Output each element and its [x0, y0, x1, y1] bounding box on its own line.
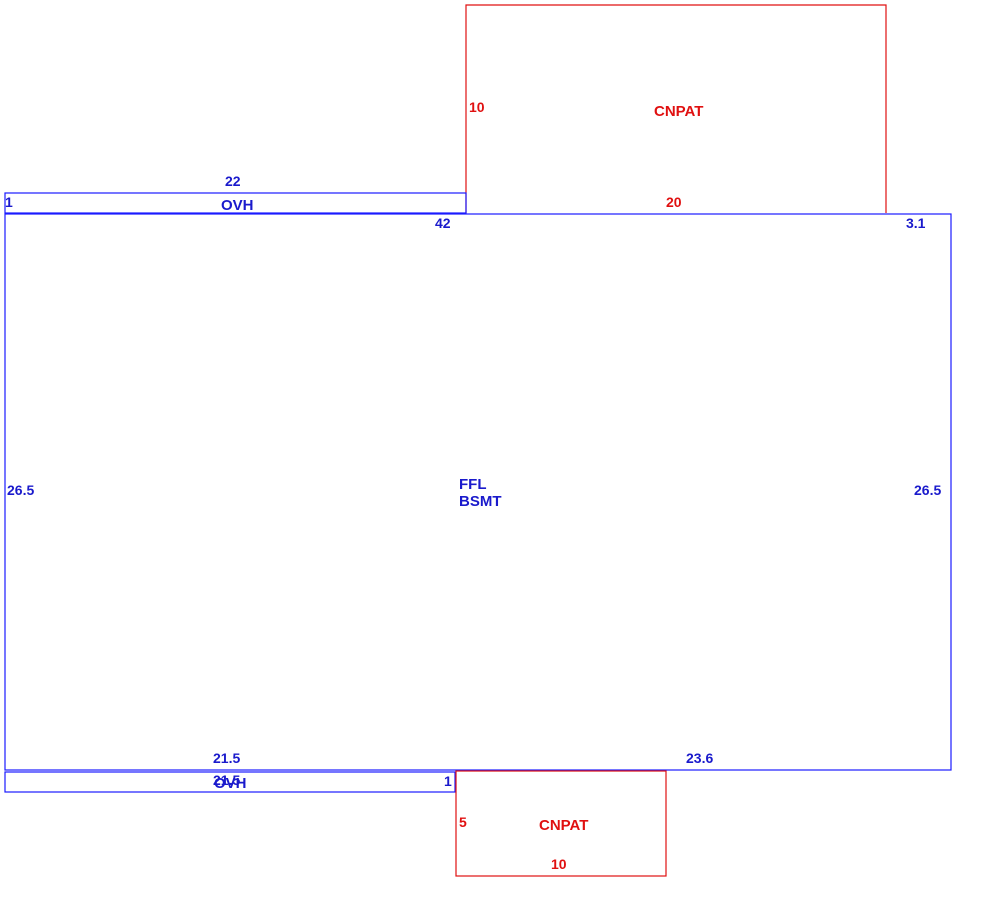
patio-top: 10 CNPAT 20 [465, 4, 887, 213]
patio-bottom: 5 CNPAT 10 [455, 770, 667, 877]
overhang-bottom: 21.5 OVH 1 [4, 771, 456, 793]
main-area-outline [4, 213, 952, 771]
patio-top-length: 20 [666, 194, 682, 210]
overhang-top-depth: 1 [5, 194, 13, 210]
overhang-top-label: OVH [221, 197, 254, 214]
patio-top-label: CNPAT [654, 103, 703, 120]
patio-top-depth: 10 [469, 99, 485, 115]
patio-top-outline [465, 4, 887, 213]
overhang-top: 22 OVH 1 [4, 173, 467, 214]
overhang-top-length: 22 [225, 173, 241, 189]
overhang-bottom-outline [4, 771, 456, 793]
main-area-top-right-dim: 3.1 [906, 215, 926, 231]
main-area-left-dim: 26.5 [7, 482, 34, 498]
overhang-bottom-label: OVH [214, 775, 247, 792]
patio-bottom-label: CNPAT [539, 817, 588, 834]
patio-bottom-depth: 5 [459, 814, 467, 830]
overhang-bottom-length: 21.5 [213, 772, 240, 788]
main-area: 42 3.1 26.5 26.5 FFL BSMT 21.5 23.6 [4, 213, 952, 771]
patio-bottom-outline [455, 770, 667, 877]
main-area-top-dim: 42 [435, 215, 451, 231]
overhang-bottom-depth: 1 [444, 773, 452, 789]
overhang-top-outline [4, 192, 467, 214]
main-area-bottom-left-dim: 21.5 [213, 750, 240, 766]
patio-bottom-length: 10 [551, 856, 567, 872]
main-area-right-dim: 26.5 [914, 482, 941, 498]
main-area-label-ffl: FFL [459, 476, 487, 493]
main-area-label-bsmt: BSMT [459, 493, 502, 510]
main-area-bottom-right-dim: 23.6 [686, 750, 713, 766]
